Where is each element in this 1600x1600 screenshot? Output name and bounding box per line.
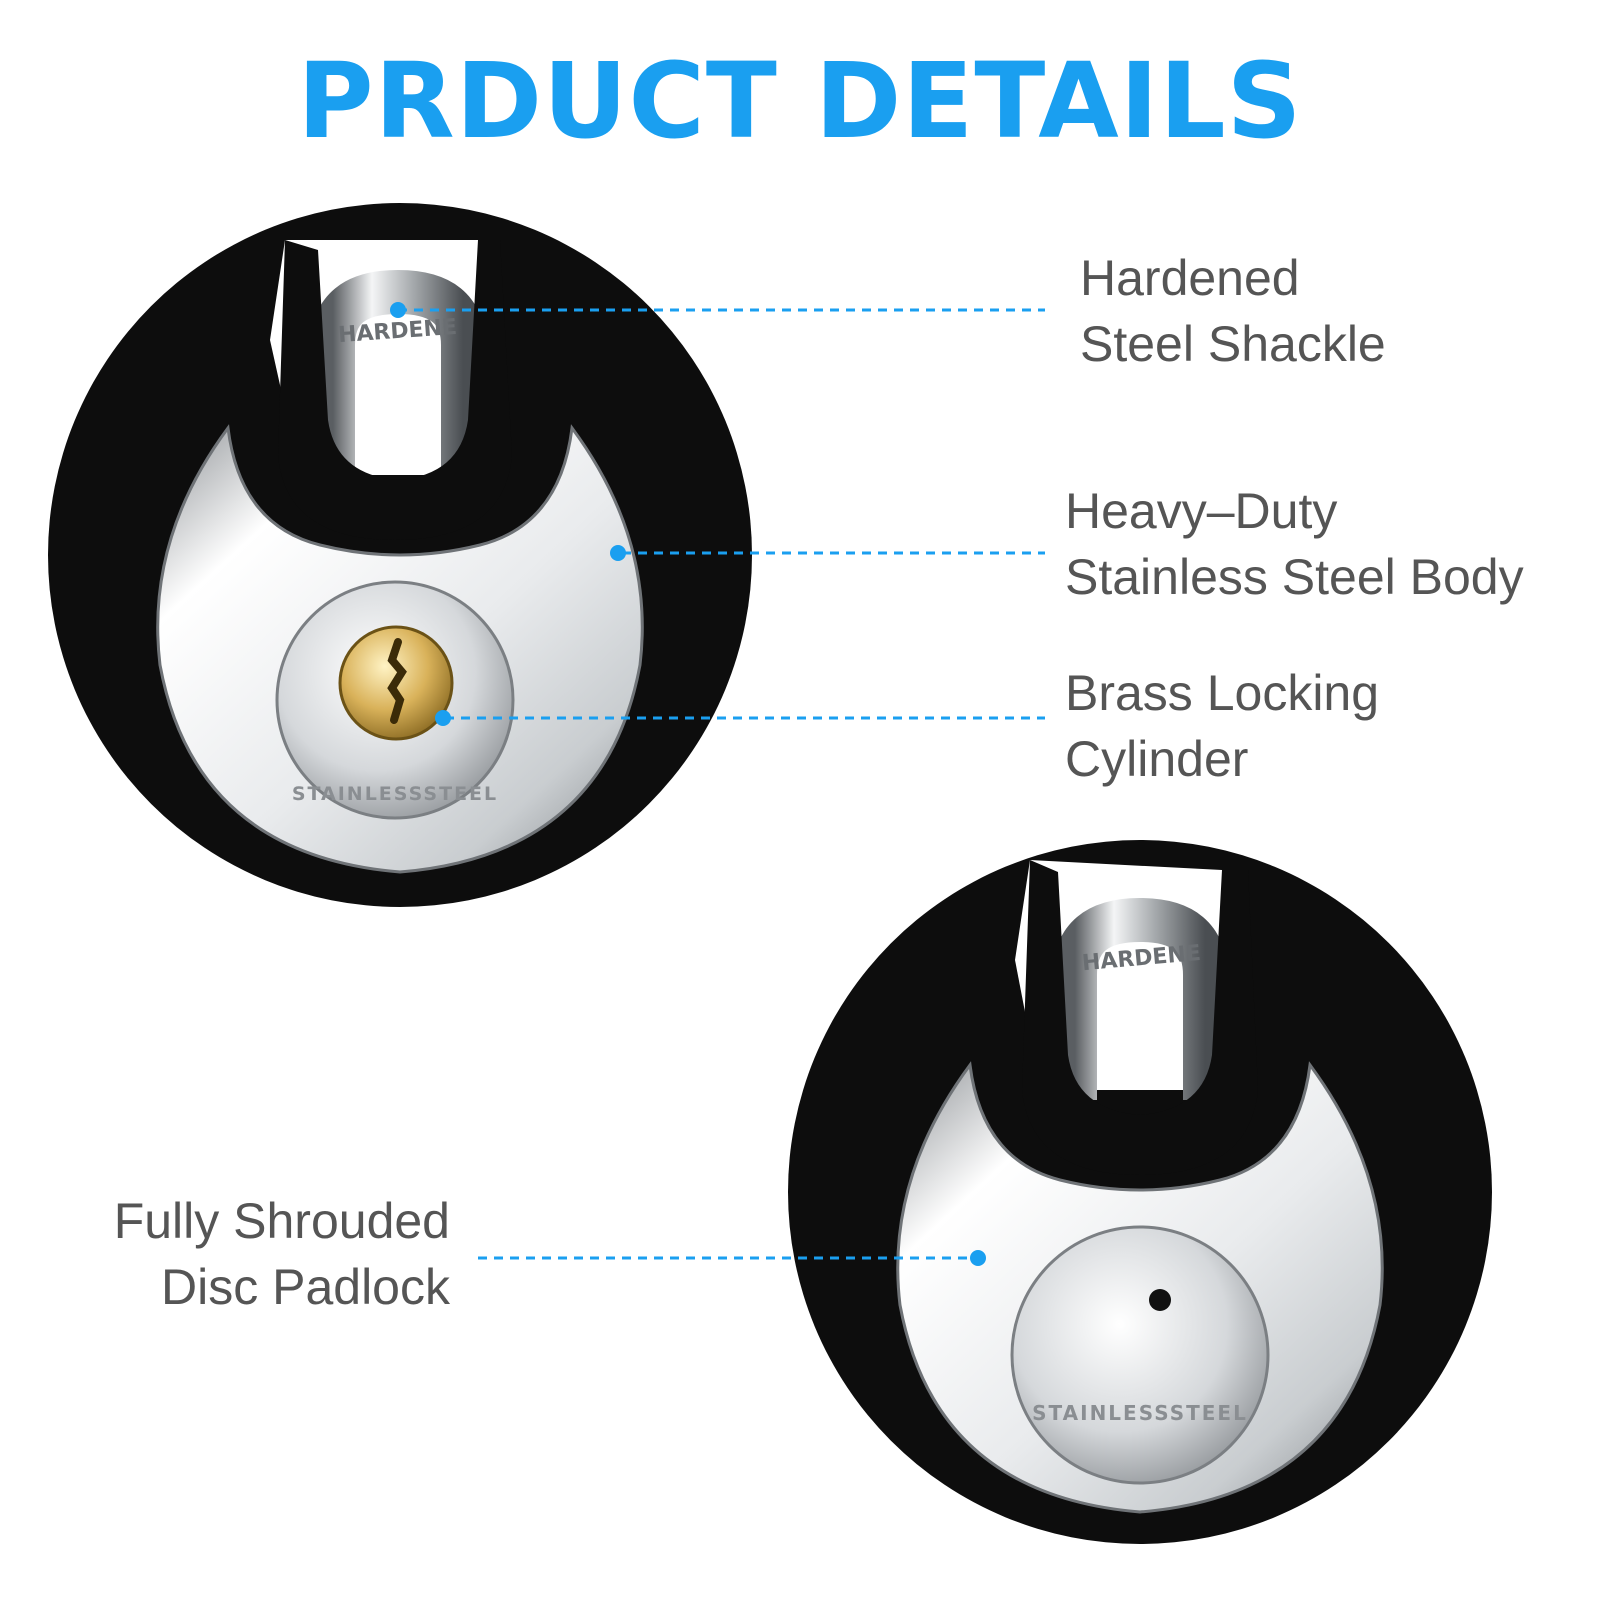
- dot-shackle: [390, 302, 406, 318]
- dot-cylinder: [435, 710, 451, 726]
- shroud-u-1: [278, 240, 512, 540]
- padlock-2: HARDENE STAINLESSSTEEL: [788, 840, 1492, 1544]
- page-title: PRDUCT DETAILS: [297, 40, 1303, 162]
- callout-cylinder-line-1: Brass Locking: [1065, 665, 1380, 721]
- callout-cylinder-line-2: Cylinder: [1065, 731, 1249, 787]
- callout-disc-line-1: Fully Shrouded: [113, 1193, 450, 1249]
- callout-body-line-1: Heavy–Duty: [1065, 483, 1338, 539]
- callout-shackle-line-1: Hardened: [1080, 250, 1300, 306]
- keyhole-cap-2: [1010, 1225, 1270, 1485]
- shroud-u-2: [1022, 860, 1258, 1175]
- callout-shackle-line-2: Steel Shackle: [1080, 316, 1386, 372]
- callout-body-line-2: Stainless Steel Body: [1065, 549, 1524, 605]
- callout-body: Heavy–Duty Stainless Steel Body: [1065, 478, 1524, 610]
- keyhole-icon: [1149, 1289, 1171, 1311]
- callout-disc-line-2: Disc Padlock: [161, 1259, 450, 1315]
- callout-pointers: [398, 308, 1045, 1260]
- callout-cylinder: Brass Locking Cylinder: [1065, 660, 1379, 792]
- shackle-front-1: [311, 269, 485, 480]
- callout-disc: Fully Shrouded Disc Padlock: [70, 1188, 450, 1320]
- keyway-icon: [387, 638, 407, 724]
- face-stamp-2: STAINLESSSTEEL: [1032, 1401, 1248, 1425]
- padlock-1: HARDENE STAINLESSSTEEL: [48, 203, 752, 907]
- shackle-front-2: [1053, 897, 1227, 1100]
- dot-body: [610, 545, 626, 561]
- dot-disc: [970, 1250, 986, 1266]
- callout-shackle: Hardened Steel Shackle: [1080, 245, 1386, 377]
- callout-dots: [390, 302, 986, 1266]
- face-stamp-1: STAINLESSSTEEL: [292, 783, 498, 805]
